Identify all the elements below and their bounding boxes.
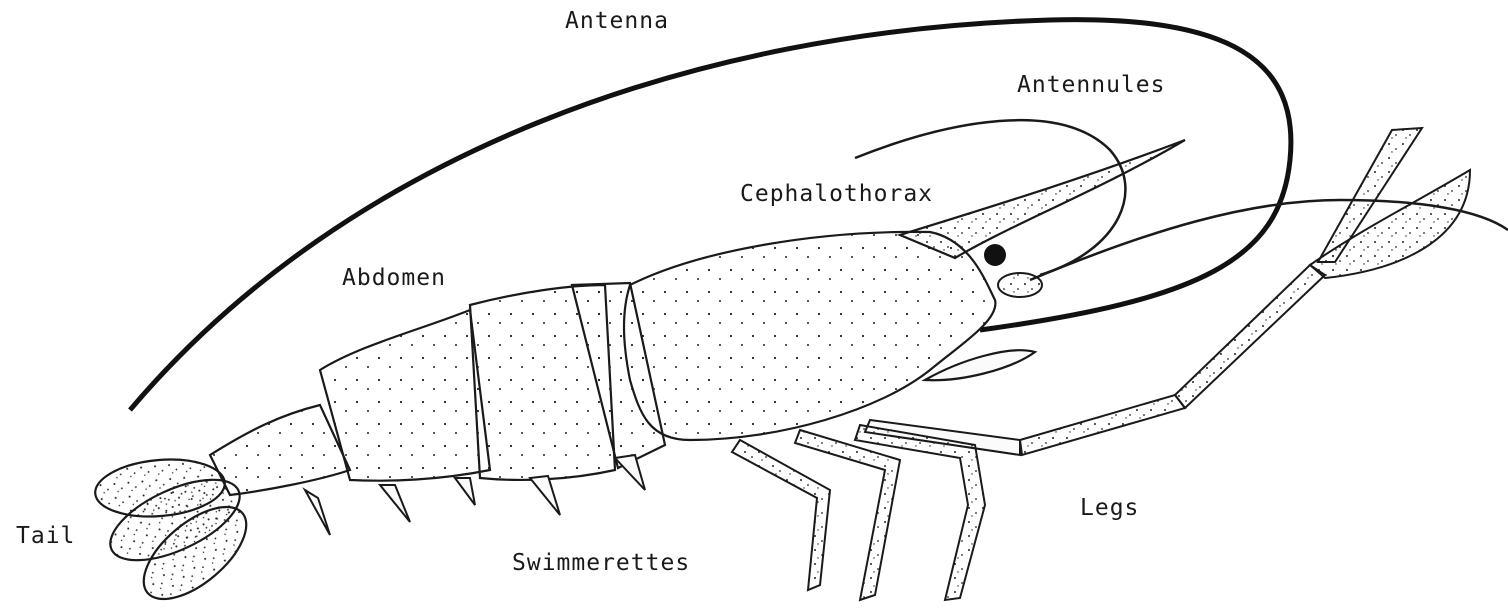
abdomen-label: Abdomen (342, 265, 446, 291)
tail-label: Tail (16, 523, 75, 549)
eye-icon (984, 244, 1006, 266)
antenna-label: Antenna (565, 8, 669, 34)
antennules-label: Antennules (1017, 72, 1165, 98)
walking-legs (732, 425, 985, 600)
abdomen-body (210, 283, 665, 535)
cephalothorax-label: Cephalothorax (740, 181, 933, 207)
legs-label: Legs (1080, 495, 1139, 521)
swimmerettes-label: Swimmerettes (512, 550, 690, 576)
